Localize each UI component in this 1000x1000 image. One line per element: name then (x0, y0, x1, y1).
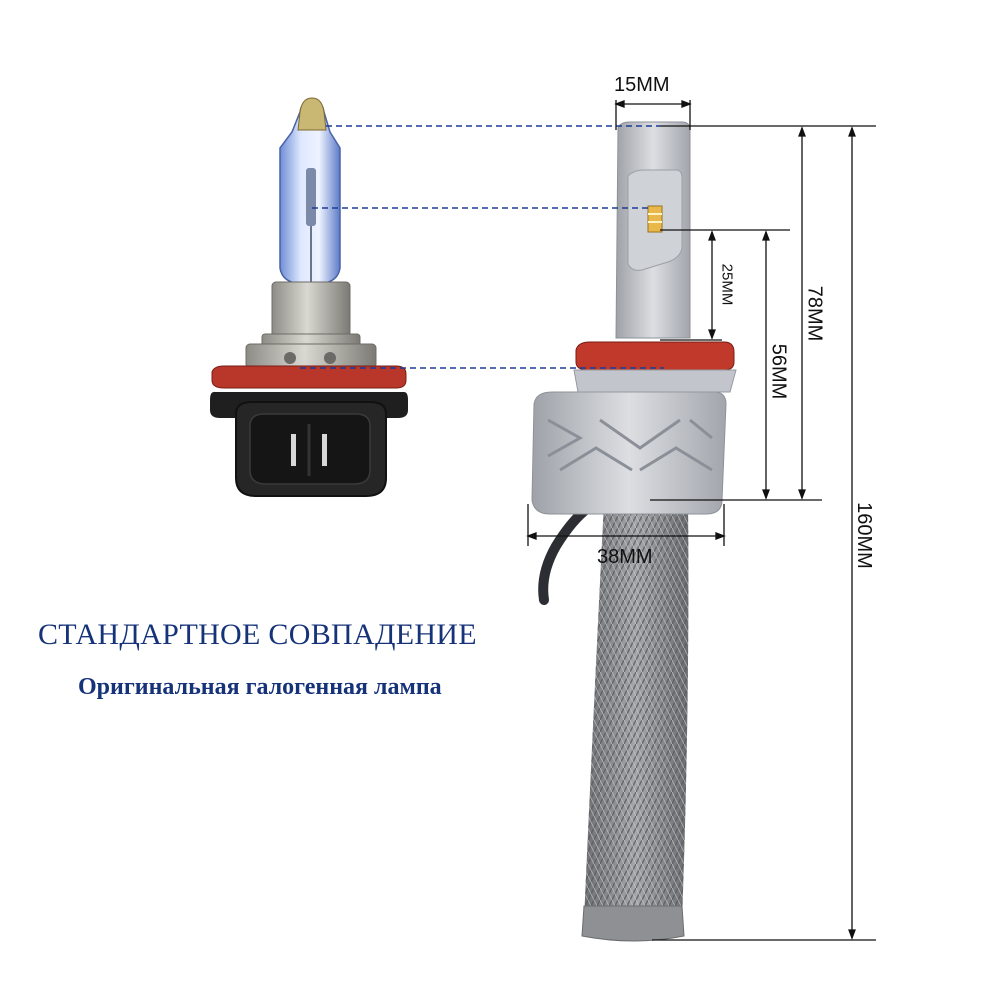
headline: СТАНДАРТНОЕ СОВПАДЕНИЕ (38, 618, 477, 651)
halogen-filament (306, 168, 316, 226)
led-red-collar (575, 341, 735, 371)
dimension-label-bottom-width: 38MM (597, 546, 653, 568)
dimension-label-led-to-collar: 25MM (718, 263, 736, 306)
led-driver-pattern (547, 418, 713, 472)
halogen-pin (322, 434, 327, 466)
dimension-label-led-to-base: 56MM (767, 343, 790, 400)
led-power-wire (538, 503, 593, 605)
dimension-label-total-length: 160MM (852, 502, 875, 569)
halogen-pin (291, 434, 296, 466)
halogen-bulb (210, 97, 408, 497)
led-driver-housing (531, 391, 727, 515)
dimension-label-top-to-base: 78MM (803, 285, 826, 342)
alignment-guides (300, 125, 664, 369)
led-bulb (531, 121, 737, 942)
dimension-lines (526, 100, 876, 941)
subheadline: Оригинальная галогенная лампа (78, 674, 442, 700)
halogen-tip-cap (297, 97, 327, 131)
halogen-metal-neck (271, 281, 351, 339)
led-chip (647, 205, 663, 233)
dimension-label-top-width: 15MM (614, 74, 670, 96)
halogen-red-collar (211, 365, 407, 389)
